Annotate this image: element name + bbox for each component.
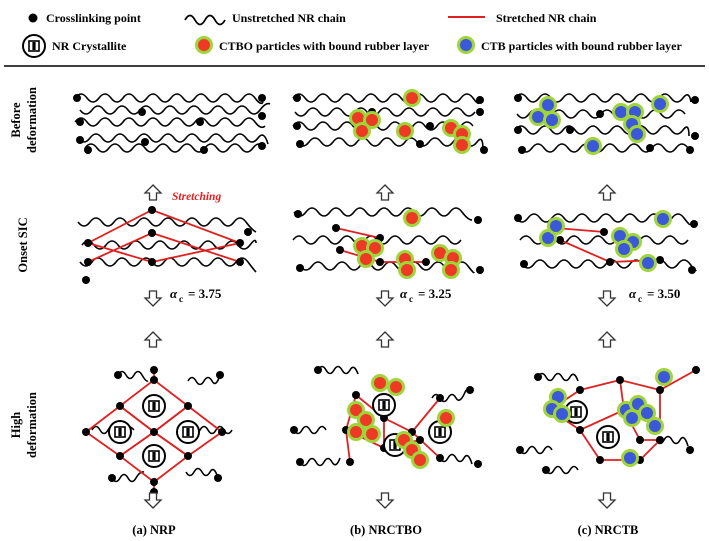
alpha-nrp-label: α c = 3.75 [170,286,222,304]
stretching-annotation: Stretching [172,191,221,203]
arrow-up-a2 [144,331,162,348]
nrctb-high-network [516,366,700,475]
ctb-particle-legend-icon [457,36,475,54]
before-crosslinks [73,94,699,154]
arrow-up-a1 [144,184,162,201]
before-ctbo-particles [349,89,471,154]
row-label-before-1: Before [9,102,23,138]
row-label-high-2: deformation [25,392,39,458]
legend-crosslink-label: Crosslinking point [46,11,141,25]
arrow-down-a3 [144,492,162,509]
column-label-nrctb: (c) NRCTB [578,523,639,537]
svg-text:α: α [400,286,408,301]
high-deformation-row [82,365,700,496]
row-label-onset: Onset SIC [16,217,30,272]
column-label-nrp: (a) NRP [132,523,176,537]
arrow-up-b2 [376,331,394,348]
svg-text:= 3.50: = 3.50 [647,286,680,301]
legend-stretched-label: Stretched NR chain [496,11,597,25]
row-label-high-1: High [9,412,23,438]
nrp-high-network [82,366,233,496]
row-label-before-2: deformation [25,87,39,153]
legend-ctb-label: CTB particles with bound rubber layer [481,39,682,53]
svg-text:c: c [179,294,183,304]
crosslink-legend-icon [28,13,38,23]
svg-text:= 3.25: = 3.25 [418,286,452,301]
row-labels: Before deformation Onset SIC High deform… [9,87,39,458]
arrow-up-c1 [598,184,616,201]
nrp-before-network [74,93,271,153]
svg-text:= 3.75: = 3.75 [188,286,222,301]
nrctbo-high-network [290,365,482,469]
svg-text:α: α [629,286,637,301]
arrow-up-b1 [376,184,394,201]
unstretched-chain-legend-icon [184,14,226,26]
legend-crystallite-label: NR Crystallite [52,39,127,53]
onset-crosslinks [82,206,698,284]
arrow-down-c2 [598,290,616,307]
legend-unstretched-label: Unstretched NR chain [232,11,346,25]
column-label-nrctbo: (b) NRCTBO [350,523,422,537]
arrow-down-b2 [376,290,394,307]
arrow-down-a2 [144,290,162,307]
svg-text:α: α [170,286,178,301]
alpha-nrctb-label: α c = 3.50 [629,286,680,304]
ctbo-particle-legend-icon [195,36,213,54]
svg-text:c: c [638,294,642,304]
legend-ctbo-label: CTBO particles with bound rubber layer [219,39,430,53]
arrow-down-c3 [598,492,616,509]
alpha-nrctbo-label: α c = 3.25 [400,286,452,304]
arrow-up-c2 [598,331,616,348]
legend: Crosslinking point Unstretched NR chain … [4,11,705,67]
crystallite-legend-icon [22,34,46,58]
svg-text:c: c [409,294,413,304]
arrow-down-b3 [376,492,394,509]
